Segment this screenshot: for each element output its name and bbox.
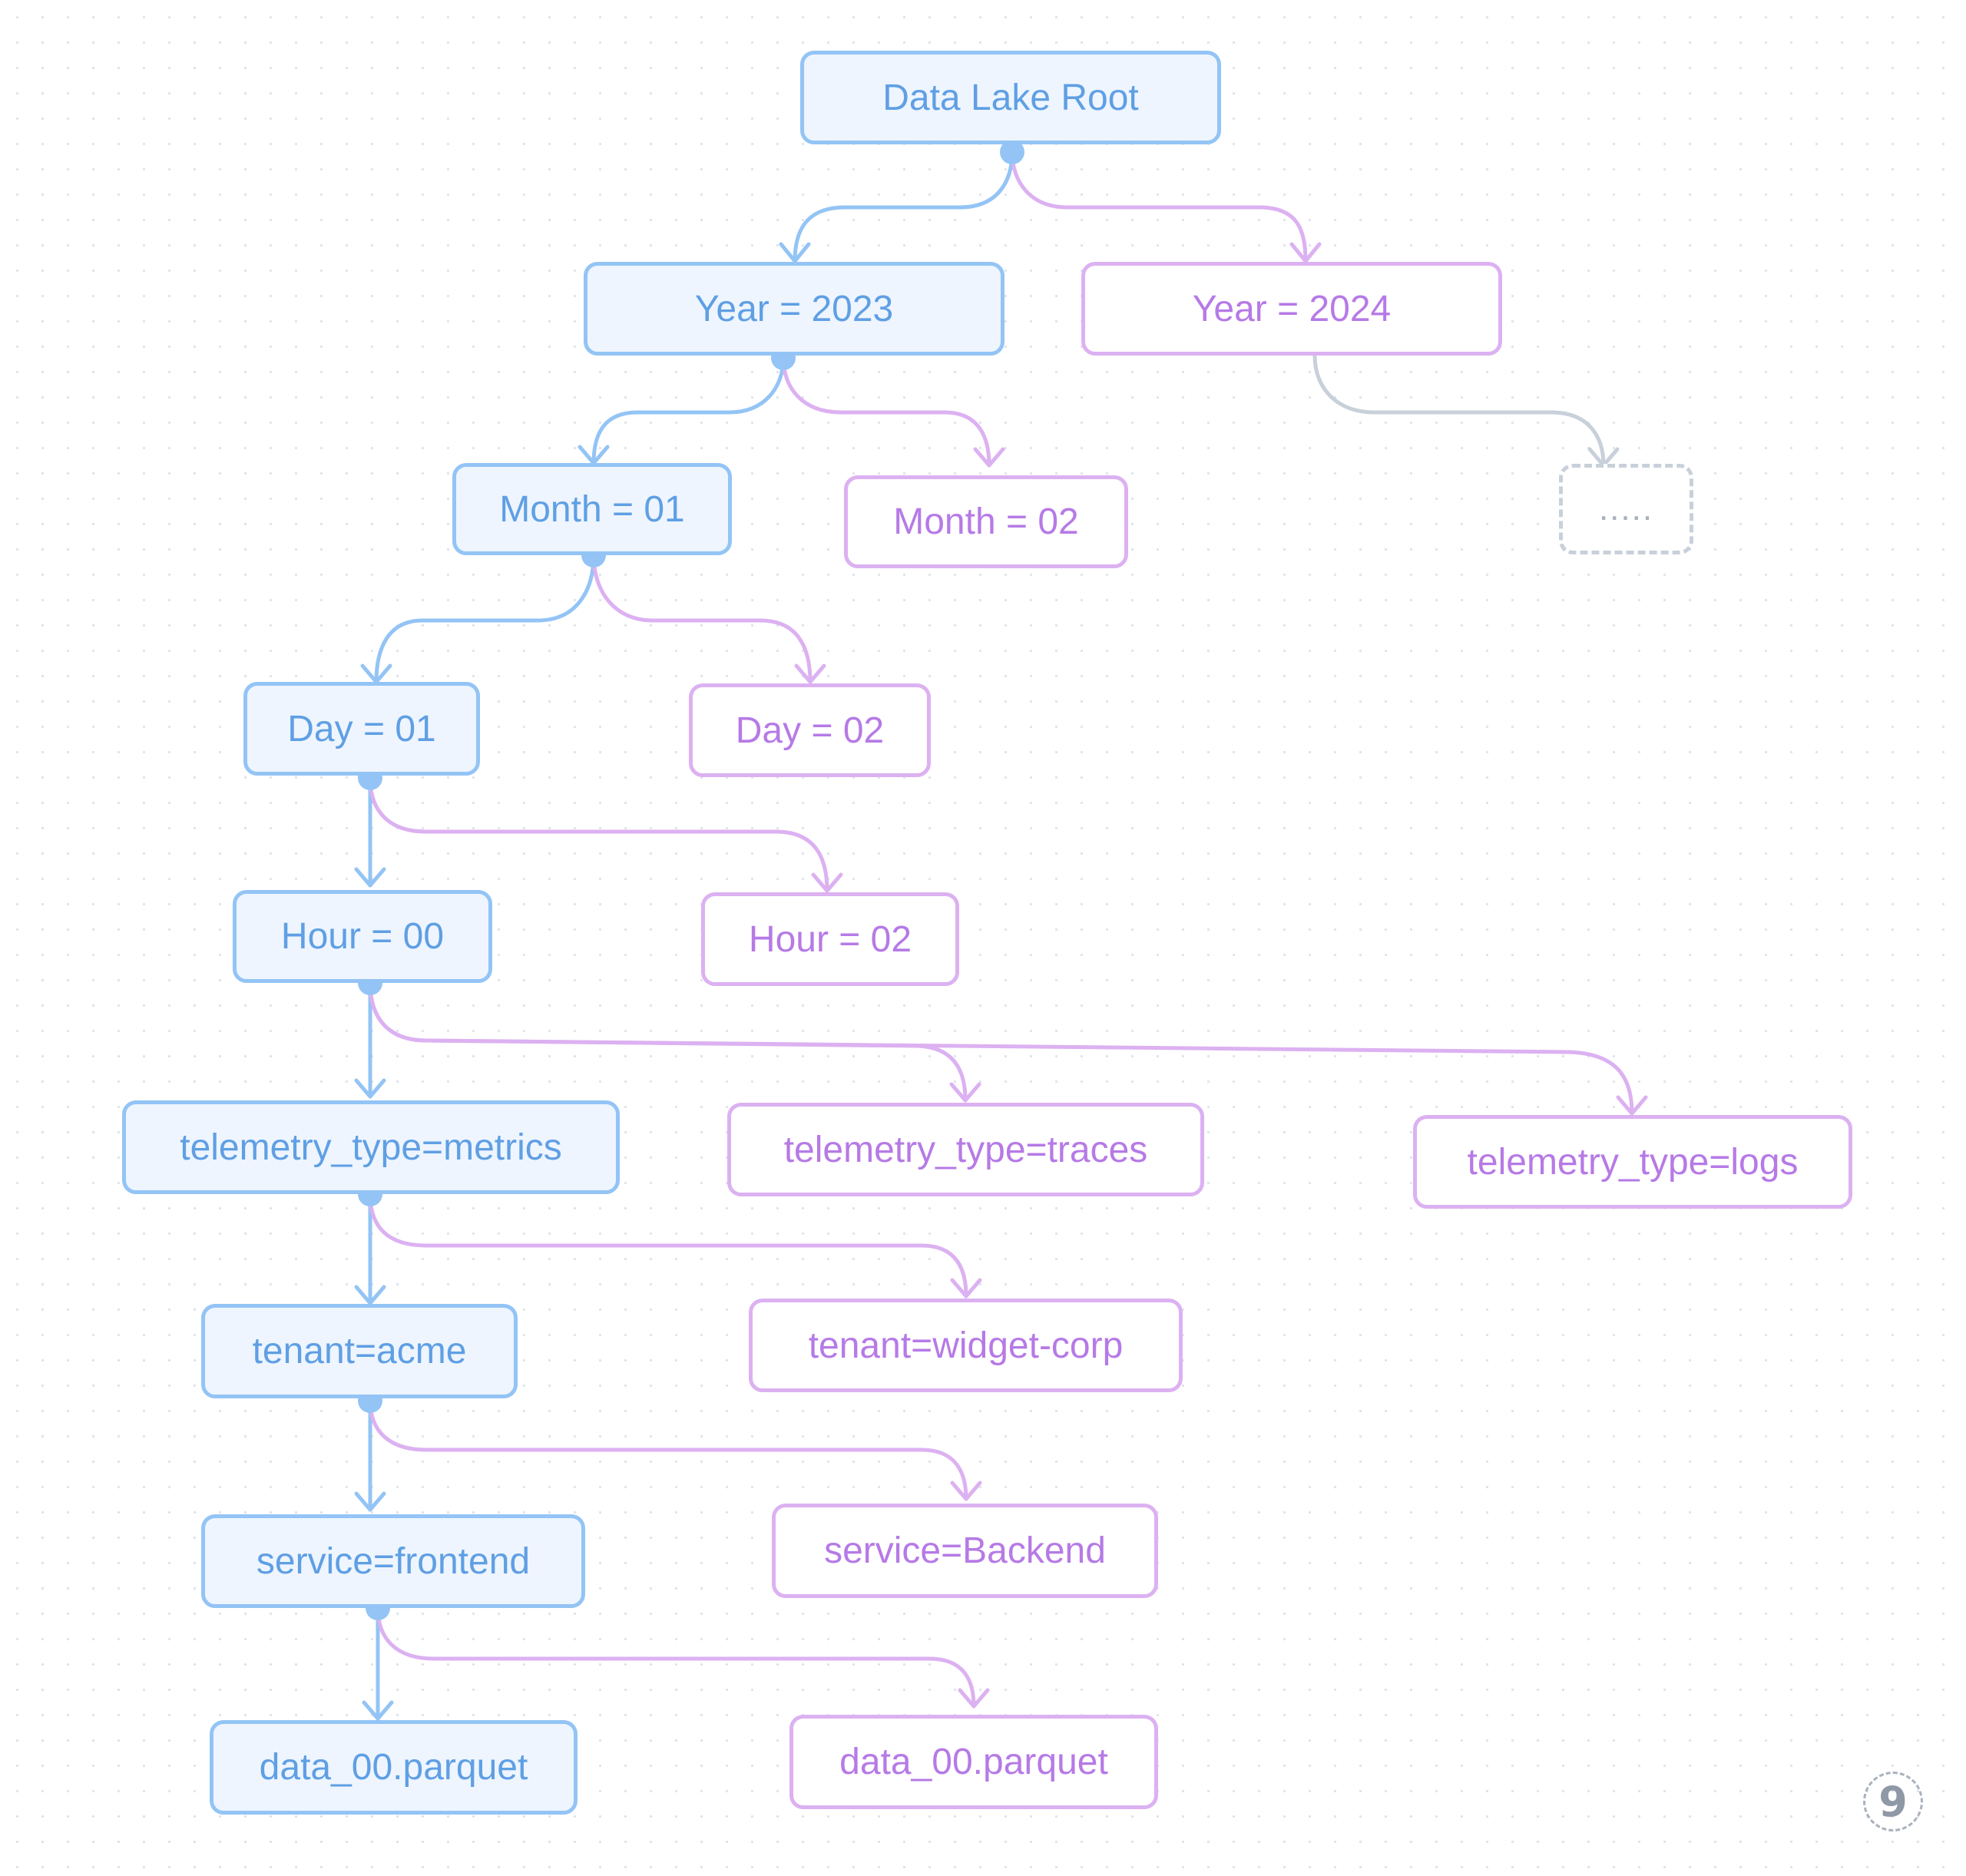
node-telemetry-logs[interactable]: telemetry_type=logs [1413,1115,1852,1209]
edge-month-01-to-day-02 [591,553,813,684]
node-service-frontend[interactable]: service=frontend [201,1514,585,1608]
edge-arrowhead [1616,1095,1648,1116]
edge-root-to-year-2024 [1010,150,1308,263]
edge-arrowhead [973,447,1005,468]
edge-arrowhead [958,1688,990,1709]
edge-arrowhead [949,1082,981,1103]
edge-arrowhead [362,1700,394,1721]
node-hour-00[interactable]: Hour = 00 [233,890,492,983]
node-year-2023[interactable]: Year = 2023 [584,262,1005,356]
edge-year-2024-to-more [1312,353,1606,468]
edge-arrowhead [354,867,386,888]
node-hour-02[interactable]: Hour = 02 [701,892,959,986]
edge-arrowhead [950,1481,982,1501]
edge-day-01-to-hour-02 [368,776,829,893]
node-tenant-acme[interactable]: tenant=acme [201,1304,518,1398]
node-month-01[interactable]: Month = 01 [452,463,732,555]
node-service-backend[interactable]: service=Backend [772,1504,1158,1598]
edge-arrowhead [354,1491,386,1512]
node-year-2024[interactable]: Year = 2024 [1081,262,1502,356]
node-tenant-widget-corp[interactable]: tenant=widget-corp [749,1299,1183,1392]
edge-arrowhead [1289,242,1322,263]
edge-metrics-to-widget-corp [368,1192,968,1299]
node-telemetry-traces[interactable]: telemetry_type=traces [727,1103,1204,1196]
node-telemetry-metrics[interactable]: telemetry_type=metrics [122,1100,620,1194]
edge-arrowhead [811,872,843,893]
node-day-02[interactable]: Day = 02 [689,683,931,777]
edge-arrowhead [779,242,811,263]
node-collapsed-more[interactable]: ..... [1559,464,1693,554]
edge-arrowhead [950,1278,982,1299]
edge-acme-to-backend [368,1398,968,1501]
edge-hour-00-to-logs [368,981,1634,1116]
node-file-branch[interactable]: data_00.parquet [789,1715,1158,1809]
edge-year-2023-to-month-01 [591,356,786,465]
node-file-active[interactable]: data_00.parquet [210,1720,578,1815]
edge-arrowhead [354,1078,386,1099]
node-month-02[interactable]: Month = 02 [844,475,1128,568]
edge-arrowhead [794,663,826,684]
page-number-badge: 9 [1863,1772,1923,1831]
edge-frontend-to-branch-file [376,1606,976,1709]
node-data-lake-root[interactable]: Data Lake Root [800,51,1221,144]
edge-month-01-to-day-01 [374,553,596,684]
edge-root-to-year-2023 [793,150,1014,263]
node-day-01[interactable]: Day = 01 [243,682,480,776]
edge-year-2023-to-month-02 [781,356,991,468]
edge-arrowhead [354,1285,386,1305]
port-dot [1000,140,1024,164]
